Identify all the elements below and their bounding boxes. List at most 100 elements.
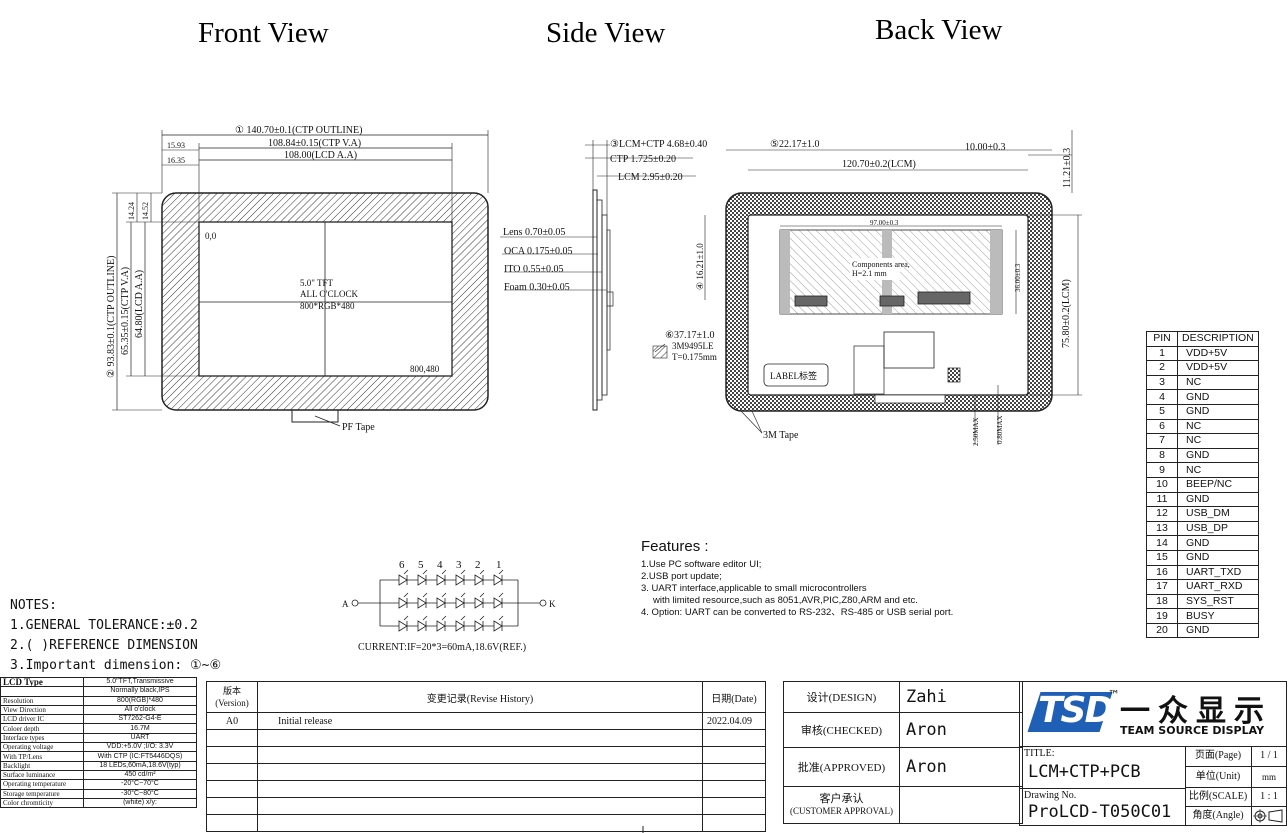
dim-37: ⑥37.17±1.0	[665, 330, 714, 341]
pin-number: 3	[1146, 374, 1178, 391]
dim-ito: ITO 0.55±0.05	[504, 264, 563, 275]
logo-cn: 一众显示	[1120, 694, 1272, 729]
spec-row: Operating temperature-20°C~70°C	[0, 779, 197, 790]
pin-table-header: PIN DESCRIPTION	[1146, 331, 1259, 347]
pin-description: GND	[1177, 549, 1259, 566]
led-emission-arrow	[422, 592, 428, 598]
dim-lcm-thickness: LCM 2.95±0.20	[618, 172, 683, 183]
logo-mark-text: TSD	[1038, 690, 1114, 731]
dim-16: ④ 16.21±1.0	[695, 243, 705, 290]
dim-250-max: 2.50MAX	[972, 417, 980, 446]
dim-left-offset-2: 16.35	[167, 156, 185, 165]
dim-top-offset-1: 14.24	[127, 202, 136, 220]
pin-description: VDD+5V	[1177, 360, 1259, 376]
spec-key	[0, 686, 84, 697]
label-sticker: LABEL标签	[770, 370, 817, 381]
spec-key: Storage temperature	[0, 788, 84, 799]
notes-title: NOTES:	[10, 598, 57, 613]
tape-thickness: T=0.175mm	[672, 352, 717, 362]
spec-key: View Direction	[0, 704, 84, 716]
dim-lcm-height: 75.80±0.2(LCM)	[1061, 279, 1072, 348]
pin-header: PIN	[1146, 331, 1178, 347]
revision-header: 版本 (Version) 变更记录(Revise History) 日期(Dat…	[206, 681, 766, 713]
spec-value: -30°C~80°C	[83, 788, 197, 799]
pin-number: 2	[1146, 360, 1178, 376]
logo-en: TEAM SOURCE DISPLAY	[1120, 724, 1265, 737]
pin-number: 13	[1146, 520, 1178, 537]
led-number-5: 5	[418, 559, 424, 571]
revision-version: A0	[206, 712, 258, 730]
unit-value: mm	[1252, 767, 1286, 788]
led-diode	[493, 620, 503, 632]
front-end-coord: 800,480	[410, 364, 440, 374]
dim-22: ⑤22.17±1.0	[770, 139, 819, 150]
led-diode	[417, 620, 427, 632]
checked-role: 审核(CHECKED)	[783, 712, 900, 748]
led-emission-arrow	[441, 615, 447, 621]
scale-value: 1 : 1	[1252, 788, 1286, 807]
dim-lcm-ctp-thickness: ③LCM+CTP 4.68±0.40	[610, 139, 707, 150]
feature-4: 4. Option: UART can be converted to RS-2…	[641, 607, 954, 618]
approved-name: Aron	[898, 747, 1023, 787]
revision-table: 版本 (Version) 变更记录(Revise History) 日期(Dat…	[206, 681, 766, 832]
pin-description: NC	[1177, 418, 1259, 435]
pin-description: BUSY	[1177, 608, 1259, 624]
3m-tape-label: 3M Tape	[763, 430, 799, 441]
spec-key: LCD driver IC	[0, 714, 84, 725]
pin-number: 20	[1146, 622, 1178, 639]
meta-grid: 页面(Page) 1 / 1 单位(Unit) mm 比例(SCALE) 1 :…	[1185, 746, 1286, 826]
drawing-title: LCM+CTP+PCB	[1028, 762, 1141, 782]
pin-number: 6	[1146, 418, 1178, 435]
dim-lcd-aa-height: 64.80(LCD A.A)	[134, 270, 145, 338]
spec-key: Surface luminance	[0, 769, 84, 781]
front-center-line1: 5.0" TFT	[300, 278, 334, 288]
led-diode	[455, 597, 465, 609]
led-schematic	[351, 569, 547, 632]
spec-key: Backlight	[0, 760, 84, 771]
drawing-no-label: Drawing No.	[1024, 790, 1077, 801]
pin-description: SYS_RST	[1177, 593, 1259, 610]
feature-3-cont: with limited resource,such as 8051,AVR,P…	[653, 595, 918, 606]
dim-lens: Lens 0.70±0.05	[503, 227, 565, 238]
drawing-no: ProLCD-T050C01	[1028, 802, 1172, 822]
spec-value: VDD:+5.0V ;I/O: 3.3V	[83, 742, 197, 753]
dim-11: 11.21±0.3	[1062, 148, 1073, 188]
revision-row: A0 Initial release 2022.04.09	[206, 712, 766, 730]
dim-ctp-va-height: 65.35±0.15(CTP V.A)	[120, 267, 131, 355]
note-1: 1.GENERAL TOLERANCE:±0.2	[10, 618, 198, 633]
customer-role: 客户承认	[819, 793, 864, 805]
sign-block: 设计(DESIGN) Zahi 审核(CHECKED) Aron 批准(APPR…	[783, 681, 1023, 824]
dim-36: 36.00±0.3	[1014, 263, 1022, 292]
title-label: TITLE:	[1024, 748, 1055, 759]
spec-value: 450 cd/m²	[83, 769, 197, 781]
scale-label: 比例(SCALE)	[1185, 788, 1252, 807]
pin-number: 5	[1146, 403, 1178, 420]
pin-number: 10	[1146, 476, 1178, 493]
pin-description: GND	[1177, 491, 1259, 508]
components-height: H=2.1 mm	[852, 269, 888, 278]
pin-number: 16	[1146, 564, 1178, 581]
back-view-labels: ⑤22.17±1.0 120.70±0.2(LCM) 10.00±0.3 11.…	[665, 139, 1073, 446]
revision-date: 2022.04.09	[702, 712, 766, 730]
version-header: 版本 (Version)	[206, 681, 258, 713]
history-header: 变更记录(Revise History)	[257, 681, 703, 713]
led-anode: A	[342, 599, 349, 609]
spec-key: With TP/Lens	[0, 751, 84, 762]
angle-projection-icon	[1252, 807, 1286, 825]
led-emission-arrow	[498, 592, 504, 598]
logo-area: TSD ™ 一众显示 TEAM SOURCE DISPLAY	[1020, 682, 1286, 747]
led-diode	[398, 620, 408, 632]
feature-2: 2.USB port update;	[641, 571, 722, 582]
led-emission-arrow	[422, 569, 428, 575]
pin-number: 15	[1146, 549, 1178, 566]
